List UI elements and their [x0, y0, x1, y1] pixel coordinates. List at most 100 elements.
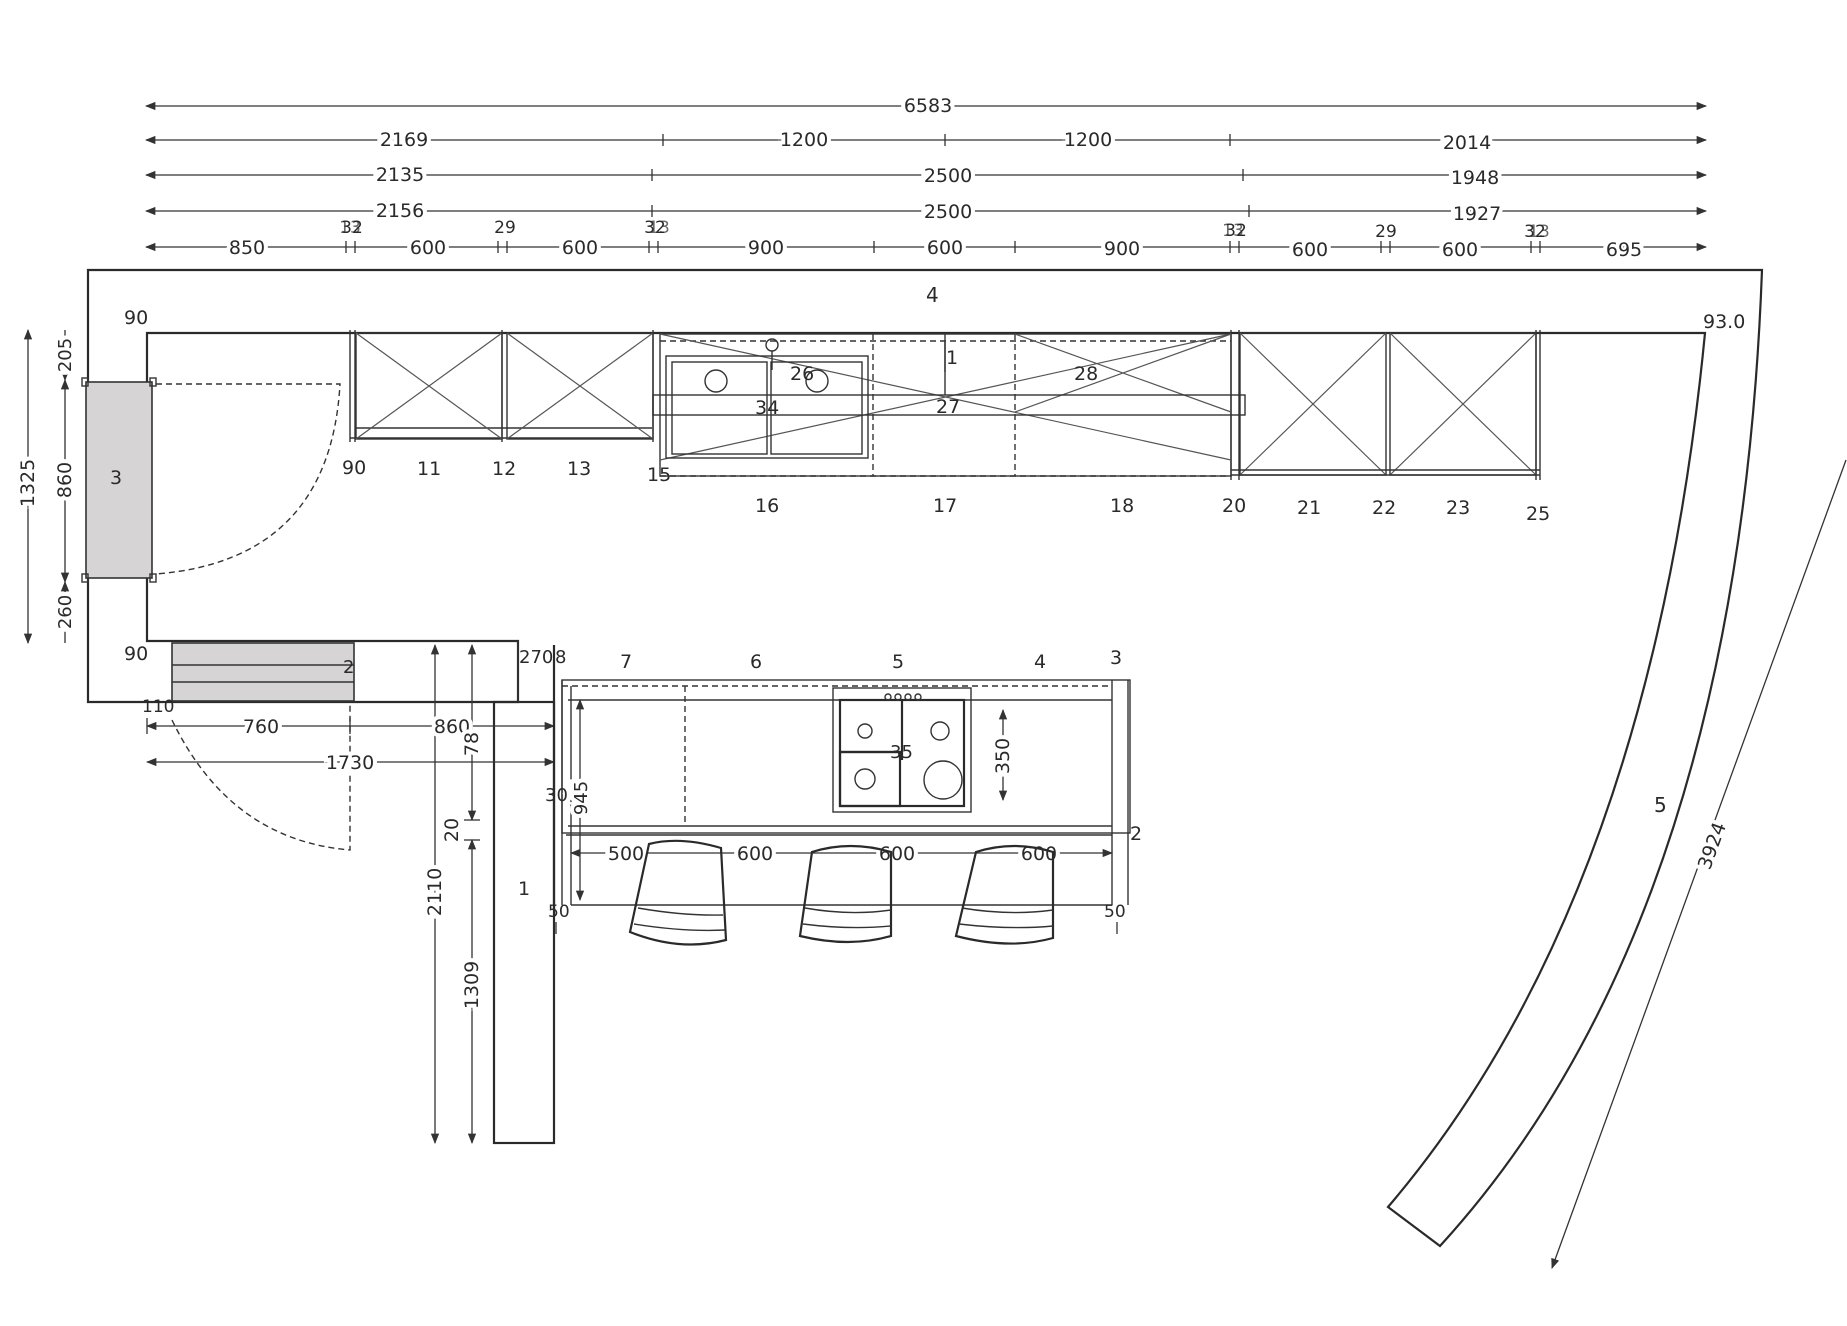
base-label-21: 21: [1297, 497, 1321, 519]
base-unit-labels: 90 11 12 13 15 16 17 18 20 21 22 23 25: [342, 457, 1550, 525]
dim-row2-b: 1200: [780, 129, 828, 151]
dim-left-260: 260: [55, 595, 76, 629]
dim-1309: 1309: [461, 961, 483, 1009]
dim-350: 350: [992, 738, 1014, 774]
stool-2: [798, 844, 893, 944]
dim-110: 110: [142, 697, 174, 717]
base-label-25: 25: [1526, 503, 1550, 525]
dim-row5-600e: 600: [1442, 239, 1478, 261]
dim-left-205: 205: [55, 338, 76, 372]
base-label-13: 13: [567, 458, 591, 480]
base-label-11: 11: [417, 458, 441, 480]
label-90-top: 90: [124, 307, 148, 329]
label-90-side: 90: [342, 457, 366, 479]
dim-860: 860: [434, 716, 470, 738]
dim-78: 78: [461, 732, 483, 756]
base-label-12: 12: [492, 458, 516, 480]
bar-stools: [628, 839, 1055, 946]
tall-unit-3: 3: [81, 377, 341, 583]
island-label-3: 3: [1110, 647, 1122, 669]
dim-row5-13b: 13: [648, 218, 670, 238]
dim-total-width: 6583: [904, 95, 952, 117]
dim-row3-c: 1948: [1451, 167, 1499, 189]
dim-row5-32a: 32: [341, 218, 363, 238]
tall-unit-label: 3: [110, 467, 122, 489]
hob-label-35: 35: [890, 742, 913, 763]
small-unit-label: 2: [343, 657, 354, 678]
base-label-20: 20: [1222, 495, 1246, 517]
dim-row5-13d: 13: [1528, 222, 1550, 242]
dim-row2-d: 2014: [1443, 132, 1491, 154]
dim-row5-32c: 32: [1225, 221, 1247, 241]
island: 35 350 270 8 7 6 5 4 3 2 945 30 500 600 …: [519, 645, 1142, 934]
dim-row5-600d: 600: [1292, 239, 1328, 261]
worktop-label-4: 4: [926, 283, 939, 307]
dim-20: 20: [441, 818, 463, 842]
dim-row4-c: 1927: [1453, 203, 1501, 225]
base-label-22: 22: [1372, 497, 1396, 519]
island-label-6: 6: [750, 651, 762, 673]
stool-1: [628, 839, 728, 946]
island-label-5: 5: [892, 651, 904, 673]
hood-label-27: 27: [936, 396, 960, 418]
dim-row5-29a: 29: [494, 218, 516, 238]
island-label-7: 7: [620, 651, 632, 673]
wall-unit-label-1: 1: [946, 347, 958, 369]
wall-label-28: 28: [1074, 363, 1098, 385]
label-90-bottom: 90: [124, 643, 148, 665]
dim-760: 760: [243, 716, 279, 738]
dim-row2-a: 2169: [380, 129, 428, 151]
dim-row5-13c: 13: [1222, 221, 1244, 241]
base-label-18: 18: [1110, 495, 1134, 517]
left-dimension-lines: 1325 205 860 260 90 90: [13, 307, 148, 665]
dim-left-860: 860: [54, 462, 76, 498]
peninsula-label: 1: [518, 878, 530, 900]
island-label-4: 4: [1034, 651, 1046, 673]
top-dimension-lines: 6583 2169 1200 1200 2014 2135 2500 1948 …: [144, 91, 1708, 265]
base-label-16: 16: [755, 495, 779, 517]
dim-row5-600c: 600: [927, 237, 963, 259]
dim-row3-a: 2135: [376, 164, 424, 186]
island-dim-8: 8: [555, 647, 566, 668]
peninsula: 1: [492, 641, 556, 1145]
dim-row2-c: 1200: [1064, 129, 1112, 151]
dim-row5-600a: 600: [410, 237, 446, 259]
base-label-17: 17: [933, 495, 957, 517]
island-dim-30: 30: [545, 785, 568, 806]
sink-label-26: 26: [790, 363, 814, 385]
dim-row5-900a: 900: [748, 237, 784, 259]
base-label-23: 23: [1446, 497, 1470, 519]
dim-left-1325: 1325: [17, 459, 39, 507]
dim-2110: 2110: [424, 868, 446, 916]
dim-row4-b: 2500: [924, 201, 972, 223]
dim-1730: 1730: [326, 752, 374, 774]
island-dim-945: 945: [571, 781, 592, 815]
dim-row5-32b: 32: [644, 218, 666, 238]
sink-label-34: 34: [755, 397, 779, 419]
small-unit-2: 2: [171, 642, 355, 851]
base-label-15: 15: [647, 464, 671, 486]
seat-dim-600a: 600: [737, 843, 773, 865]
seat-dim-500: 500: [608, 843, 644, 865]
island-label-2: 2: [1130, 823, 1142, 845]
island-dim-50-left: 50: [548, 902, 570, 922]
dim-row5-695: 695: [1606, 239, 1642, 261]
dim-row5-600b: 600: [562, 237, 598, 259]
dim-row5-29b: 29: [1375, 222, 1397, 242]
island-dim-270: 270: [519, 647, 553, 668]
label-93: 93.0: [1703, 311, 1745, 333]
dim-row5-900b: 900: [1104, 238, 1140, 260]
dim-row4-a: 2156: [376, 200, 424, 222]
curved-worktop-label: 5: [1654, 793, 1667, 817]
dim-row5-850: 850: [229, 237, 265, 259]
dim-row5-32d: 32: [1524, 222, 1546, 242]
wall-cabinets: 1 26 34 27 28: [349, 330, 1541, 480]
dim-row3-b: 2500: [924, 165, 972, 187]
stool-3: [954, 844, 1055, 945]
lower-left-dims: 110 760 860 1730 2110 78 20 1309: [142, 643, 556, 1145]
seat-dim-600b: 600: [879, 843, 915, 865]
island-dim-50-right: 50: [1104, 902, 1126, 922]
curved-length-3924: 3924: [1694, 819, 1731, 872]
row5-ticks: [345, 241, 1541, 253]
